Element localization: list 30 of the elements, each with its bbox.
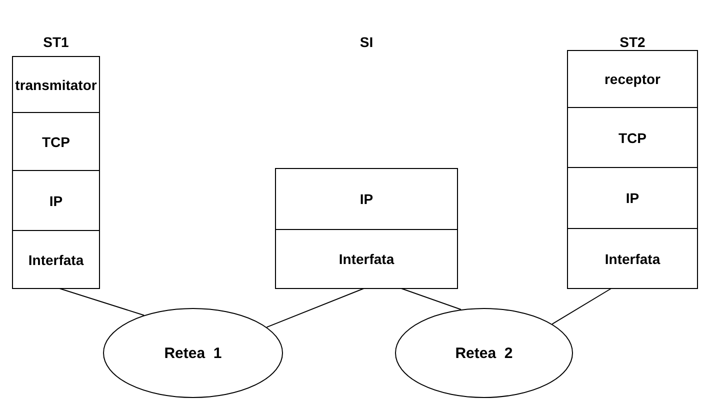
protocol-layer <box>275 229 458 289</box>
connector-line <box>552 288 612 325</box>
layer-label: TCP <box>42 134 70 150</box>
protocol-layer <box>275 168 458 230</box>
protocol-layer <box>567 167 698 229</box>
protocol-layer <box>12 112 100 171</box>
layer-label: Interfata <box>604 250 660 266</box>
protocol-layer <box>567 50 698 108</box>
protocol-layer <box>12 170 100 231</box>
stack-heading: ST2 <box>618 33 646 52</box>
stack-heading: ST1 <box>42 33 70 52</box>
network-ellipse <box>103 308 283 398</box>
protocol-layer <box>567 107 698 168</box>
layer-label: transmitator <box>15 76 97 92</box>
layer-label: receptor <box>604 71 661 87</box>
layer-label: IP <box>360 191 374 207</box>
network-label: Retea 1 <box>164 344 222 362</box>
connector-line <box>266 288 366 328</box>
connector-line <box>400 288 462 310</box>
stack-heading: SI <box>358 33 374 52</box>
layer-label: IP <box>626 190 640 206</box>
layer-label: IP <box>49 192 63 208</box>
layer-label: Interfata <box>28 252 84 268</box>
protocol-layer <box>12 230 100 289</box>
protocol-layer <box>567 228 698 289</box>
network-ellipse <box>395 308 573 398</box>
protocol-layer <box>12 56 100 113</box>
layer-label: TCP <box>618 130 646 146</box>
network-label: Retea 2 <box>455 344 513 362</box>
layer-label: Interfata <box>338 251 394 267</box>
